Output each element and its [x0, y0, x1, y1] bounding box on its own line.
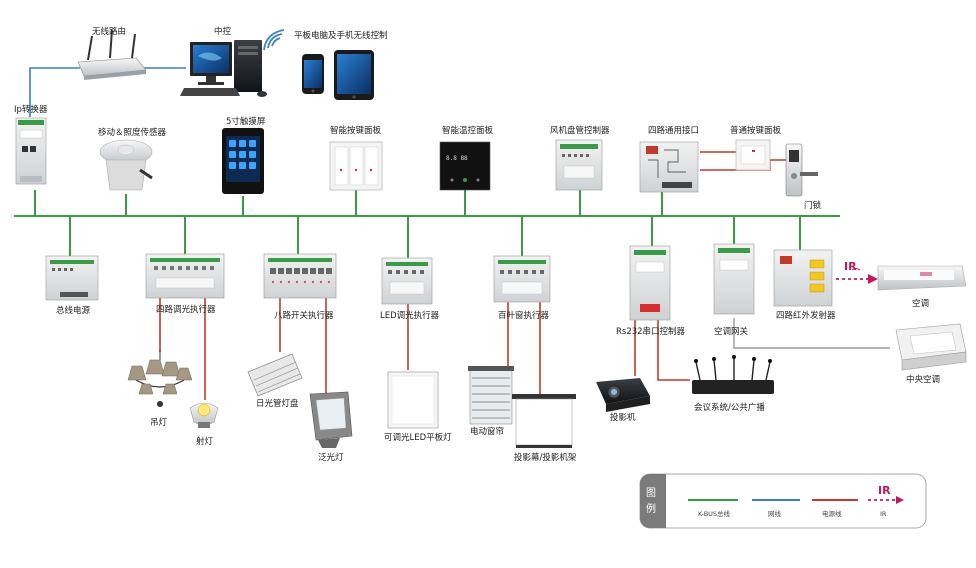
- label-fluorescent: 日光管灯盘: [256, 398, 299, 409]
- legend-kbus: K-BUS总线: [698, 509, 731, 518]
- smart-panel-icon: [329, 141, 383, 191]
- wifi-icon: [263, 29, 285, 51]
- label-rs232: Rs232串口控制器: [616, 326, 686, 337]
- label-temp-panel: 智能温控面板: [442, 125, 494, 136]
- label-ip-converter: Ip转换器: [14, 104, 48, 115]
- switch-actuator-icon: [263, 253, 337, 299]
- legend: 图 例 IR K-BUS总线 网线 电源线 IR: [639, 473, 927, 529]
- curtain-actuator-icon: [493, 255, 551, 303]
- motion-sensor-icon: [99, 139, 153, 191]
- door-lock-icon: [785, 143, 818, 197]
- legend-title-bottom: 例: [646, 502, 656, 515]
- ir-arrow: [836, 268, 878, 284]
- label-fan-coil: 风机盘管控制器: [550, 125, 610, 136]
- led-dimmer-actuator-icon: [381, 257, 433, 305]
- label-conference: 会议系统/公共广播: [694, 402, 765, 413]
- thermostat-panel-icon: 8.8 88: [439, 141, 491, 191]
- projector-icon: [596, 378, 650, 412]
- fluorescent-panel-icon: [247, 353, 303, 397]
- legend-ir: IR: [880, 510, 887, 518]
- conference-system-icon: [692, 355, 774, 394]
- rs232-controller-icon: [629, 245, 671, 321]
- ip-converter-icon: [15, 117, 47, 185]
- label-smart-panel: 智能按键面板: [330, 125, 382, 136]
- label-curtain: 百叶窗执行器: [498, 310, 550, 321]
- label-bus-power: 总线电源: [56, 305, 91, 316]
- led-panel-icon: [387, 371, 439, 429]
- dimmer-actuator-icon: [145, 253, 225, 299]
- label-chandelier: 吊灯: [150, 417, 168, 428]
- ac-gateway-link: [733, 318, 890, 349]
- legend-network: 网线: [768, 509, 782, 518]
- label-switch8: 八路开关执行器: [274, 310, 334, 321]
- normal-panel-icon: [735, 139, 771, 171]
- kbus-lines: [14, 190, 840, 258]
- label-motion-sensor: 移动＆照度传感器: [98, 127, 167, 138]
- label-tablet-phone: 平板电脑及手机无线控制: [294, 30, 388, 41]
- label-controller: 中控: [214, 26, 232, 37]
- projector-screen-icon: [512, 394, 576, 448]
- chandelier-icon: [127, 350, 193, 407]
- label-dimmer4: 四路调光执行器: [156, 304, 216, 315]
- ir-transmitter-icon: [773, 249, 833, 307]
- legend-title-top: 图: [646, 487, 656, 499]
- label-projector: 投影机: [610, 412, 636, 423]
- floodlight-icon: [309, 391, 353, 448]
- label-central-ac: 中央空调: [906, 374, 940, 385]
- label-router: 无线路由: [92, 26, 126, 37]
- svg-text:8.8 88: 8.8 88: [446, 155, 468, 162]
- network-lines: [29, 67, 186, 117]
- label-touch-screen: 5寸触摸屏: [226, 116, 266, 127]
- spotlight-icon: [189, 402, 219, 428]
- bus-power-icon: [45, 255, 99, 301]
- label-door-lock: 门锁: [804, 200, 822, 211]
- label-ac: 空调: [912, 298, 929, 309]
- label-normal-panel: 普通按键面板: [730, 125, 782, 136]
- label-ir4: 四路红外发射器: [776, 310, 836, 321]
- label-led-dimmer: LED调光执行器: [380, 310, 440, 321]
- legend-ir-mark: IR: [878, 484, 891, 497]
- label-floodlight: 泛光灯: [318, 452, 344, 463]
- label-ac-gateway: 空调网关: [714, 326, 749, 337]
- label-four-way-interface: 四路通用接口: [648, 125, 699, 136]
- router-icon: [77, 29, 147, 80]
- phone-icon: [302, 54, 324, 94]
- label-electric-curtain: 电动窗帘: [470, 426, 504, 437]
- label-led-panel: 可调光LED平板灯: [384, 432, 452, 443]
- ac-gateway-icon: [713, 243, 755, 315]
- legend-power: 电源线: [822, 509, 842, 518]
- tablet-icon: [334, 50, 374, 100]
- universal-interface-icon: [639, 141, 699, 193]
- device-labels: 无线路由 中控 平板电脑及手机无线控制 Ip转换器 移动＆照度传感器 5寸触摸屏…: [14, 26, 940, 463]
- air-conditioner-icon: [877, 265, 967, 291]
- electric-curtain-icon: [468, 366, 514, 425]
- fan-coil-controller-icon: [555, 139, 603, 191]
- ir-label: IR: [844, 260, 857, 273]
- power-lines: [159, 151, 786, 400]
- touch-screen-icon: [222, 128, 264, 194]
- central-ac-icon: [895, 323, 967, 371]
- label-projector-screen: 投影幕/投影机架: [514, 452, 577, 463]
- computer-icon: [180, 40, 267, 97]
- label-spotlight: 射灯: [196, 436, 214, 447]
